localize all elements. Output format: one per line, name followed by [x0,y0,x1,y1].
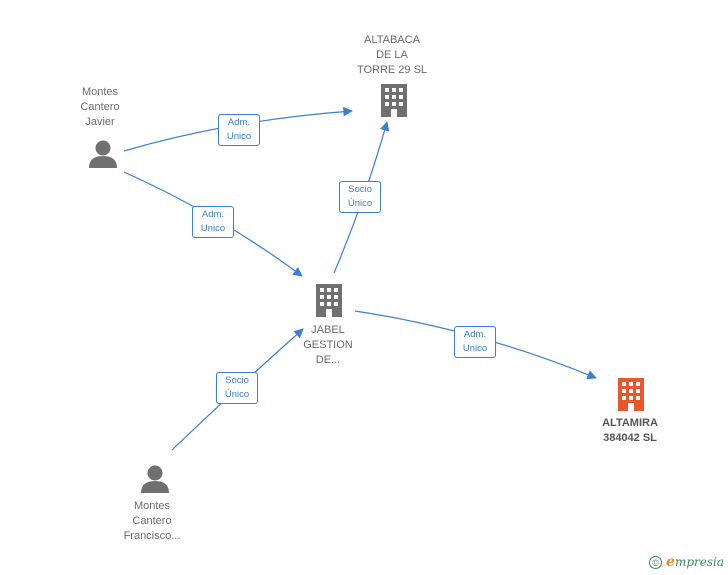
building-icon[interactable] [618,378,644,411]
brand-logo[interactable]: empresia [666,554,724,570]
building-icon[interactable] [381,84,407,117]
person-icon[interactable] [141,465,169,494]
edge-label-jabel-altabaca: Socio Único [339,181,381,213]
copyright-icon: © [649,555,663,569]
node-label-francisco[interactable]: Montes Cantero Francisco... [123,500,181,542]
edge-label-javier-jabel: Adm. Unico [192,206,234,238]
edge-label-francisco-jabel: Socio Único [216,372,258,404]
footer-brand: © empresia [649,554,724,570]
brand-initial: e [666,554,675,570]
brand-name: mpresia [674,555,724,569]
building-icon[interactable] [316,284,342,317]
node-label-altamira[interactable]: ALTAMIRA 384042 SL [602,417,658,444]
edge-label-jabel-altamira: Adm. Unico [454,326,496,358]
person-icon[interactable] [89,140,117,169]
node-label-altabaca[interactable]: ALTABACA DE LA TORRE 29 SL [356,34,428,76]
node-label-jabel[interactable]: JABEL GESTION DE... [303,324,353,366]
edge-label-javier-altabaca: Adm. Unico [218,114,260,146]
node-label-javier[interactable]: Montes Cantero Javier [80,86,120,128]
